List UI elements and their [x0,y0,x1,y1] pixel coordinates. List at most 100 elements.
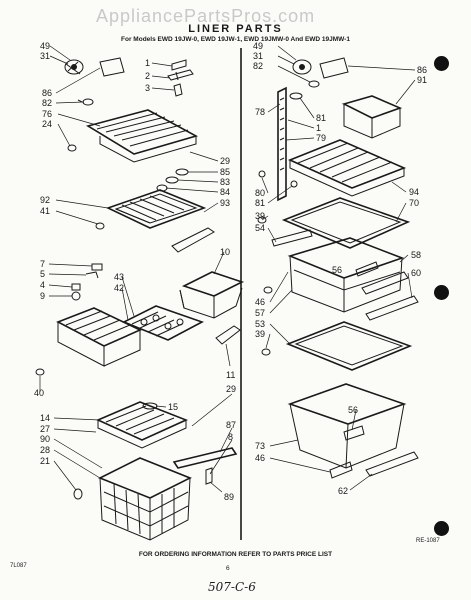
drawer-trim [361,271,409,295]
glass-trim [271,229,313,247]
callout: 79 [316,133,326,143]
callout: 15 [168,402,178,412]
callout: 73 [255,441,265,451]
binder-hole [434,285,449,300]
light-bulb-right [308,80,320,88]
callout: 76 [42,109,52,119]
callout: 39 [255,329,265,339]
callout: 87 [226,420,236,430]
model-list: For Models EWD 19JW-0, EWD 19JW-1, EWD 1… [121,36,350,43]
glass-shelf-right [281,197,411,249]
ordering-note: FOR ORDERING INFORMATION REFER TO PARTS … [138,551,333,558]
callout: 56 [332,265,342,275]
dairy-bin [179,271,245,319]
callout: 10 [220,247,230,257]
callout: 46 [255,453,265,463]
callout: 27 [40,424,50,434]
cover-support [261,348,271,356]
callout: 94 [409,187,419,197]
callout: 62 [338,486,348,496]
drawer-stop-lower [329,461,353,479]
callout: 46 [255,297,265,307]
drawer-stop [263,286,273,294]
callout: 49 [253,41,263,51]
callout-numbers: 49 31 86 82 76 24 1 2 3 29 85 83 84 93 9… [34,41,427,502]
callout: 90 [40,434,50,444]
page-number: 6 [226,565,230,572]
callout: 39 [255,211,265,221]
callout: 54 [255,223,265,233]
screw [290,180,298,188]
light-socket [64,59,84,75]
slide-track [172,447,238,485]
callout: 58 [411,250,421,260]
wire-shelf-right [287,139,407,197]
crisper-drawer [287,237,405,313]
callout: 21 [40,456,50,466]
callout: 86 [42,88,52,98]
callout: 91 [417,75,427,85]
callout: 31 [40,51,50,61]
butter-tray [341,95,403,139]
document-code: 7L087 [10,563,27,569]
callout: 93 [220,198,230,208]
callout: 2 [145,71,150,81]
callout: 84 [220,187,230,197]
callout: 8 [228,432,233,442]
screw [258,170,266,178]
rack-stop [35,368,45,376]
figure-code: RE-1087 [416,538,440,544]
callout: 1 [316,123,321,133]
callout: 56 [348,405,358,415]
callout: 85 [220,167,230,177]
callout: 4 [40,280,45,290]
callout: 82 [253,61,263,71]
callout: 89 [224,492,234,502]
callout: 70 [409,198,419,208]
page-title: LINER PARTS [188,23,283,35]
watermark: AppliancePartsPros.com [96,6,316,26]
callout: 9 [40,291,45,301]
lower-wire-shelf [96,401,189,449]
shelf-support-parts [167,59,194,97]
callout: 3 [145,83,150,93]
callout: 14 [40,413,50,423]
callout: 92 [40,195,50,205]
callout: 81 [316,113,326,123]
callout: 53 [255,319,265,329]
glass-shelf [95,189,207,230]
callout: 83 [220,177,230,187]
callout: 78 [255,107,265,117]
callout: 29 [220,156,230,166]
bin-trim [215,325,241,345]
callout: 28 [40,445,50,455]
leader-lines [39,45,416,493]
freezer-basket [73,457,192,541]
drawer-front-trim [365,295,419,321]
binder-hole [434,56,449,71]
support [257,216,267,224]
light-shield [99,57,125,77]
crisper-cover [285,321,413,371]
handwritten-note: 507-C-6 [208,580,256,594]
callout: 60 [411,268,421,278]
callout: 11 [226,370,235,380]
callout: 24 [42,119,52,129]
callout: 7 [40,259,45,269]
callout: 86 [417,65,427,75]
callout: 5 [40,269,45,279]
wire-shelf [67,109,199,163]
callout: 43 [114,272,124,282]
callout: 80 [255,188,265,198]
callout: 81 [255,198,265,208]
binder-hole [434,521,449,536]
egg-tray [122,305,204,341]
wire-rack [56,307,142,367]
callout: 29 [226,384,236,394]
callout: 1 [145,58,150,68]
callout: 40 [34,388,44,398]
small-clips [71,263,103,301]
shelf-rail [277,86,303,202]
